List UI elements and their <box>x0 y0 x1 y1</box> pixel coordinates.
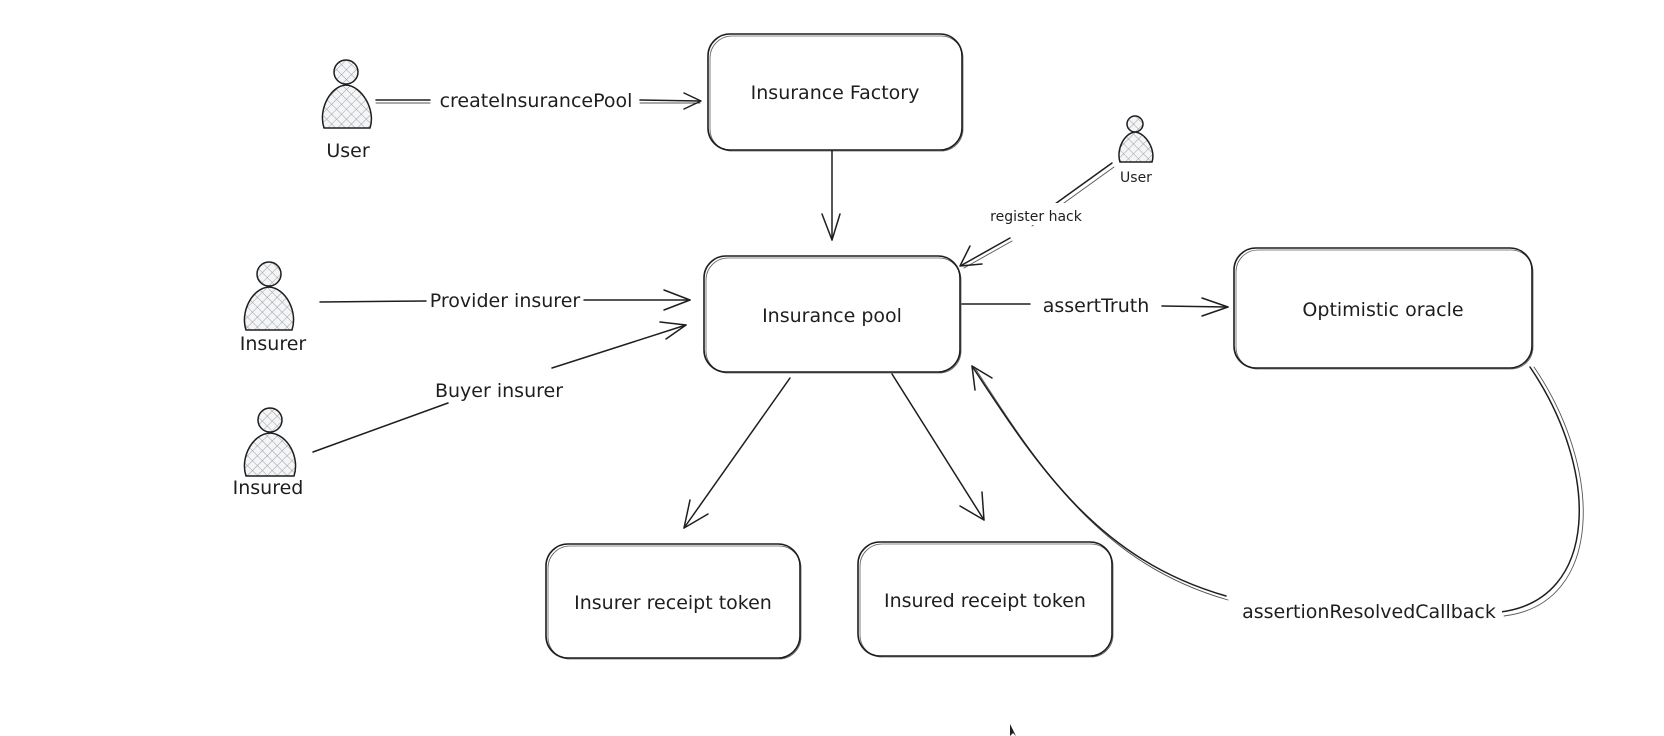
edge-assert-truth: assertTruth <box>961 292 1229 318</box>
actor-label-insurer: Insurer <box>240 333 307 355</box>
edge-create-insurance-pool: createInsurancePool <box>375 86 702 112</box>
person-icon <box>243 261 295 331</box>
node-optimistic-oracle[interactable]: Optimistic oracle <box>1233 247 1534 370</box>
edge-register-hack: register hack <box>959 162 1115 269</box>
edge-label-create-insurance-pool: createInsurancePool <box>440 90 633 112</box>
actor-insurer[interactable]: Insurer <box>240 261 307 355</box>
actor-label-insured: Insured <box>233 477 304 499</box>
actor-label-user-small: User <box>1120 170 1152 186</box>
node-insurance-pool[interactable]: Insurance pool <box>703 255 962 374</box>
node-label-insured-receipt-token: Insured receipt token <box>884 590 1086 612</box>
edge-label-buyer-insurer: Buyer insurer <box>435 380 563 402</box>
edge-buyer-insurer: Buyer insurer <box>312 321 687 453</box>
actor-label-user: User <box>326 140 369 162</box>
node-insurer-receipt-token[interactable]: Insurer receipt token <box>545 543 802 660</box>
edge-pool-to-insured-token <box>891 373 985 521</box>
edge-label-provider-insurer: Provider insurer <box>430 290 581 312</box>
node-insurance-factory[interactable]: Insurance Factory <box>707 33 964 152</box>
node-label-insurance-factory: Insurance Factory <box>751 82 920 104</box>
node-label-optimistic-oracle: Optimistic oracle <box>1302 299 1463 321</box>
person-icon <box>243 407 297 477</box>
edge-assertion-resolved-callback: assertionResolvedCallback <box>971 365 1584 624</box>
mouse-cursor-icon <box>1010 724 1016 736</box>
actor-user-small[interactable]: User <box>1118 115 1154 186</box>
person-icon <box>321 59 373 129</box>
actor-user[interactable]: User <box>321 59 373 162</box>
actor-insured[interactable]: Insured <box>233 407 304 499</box>
person-icon <box>1118 115 1154 163</box>
edge-provider-insurer: Provider insurer <box>319 286 691 312</box>
edge-factory-to-pool <box>821 147 841 241</box>
node-insured-receipt-token[interactable]: Insured receipt token <box>857 541 1114 658</box>
edge-label-assert-truth: assertTruth <box>1043 295 1150 317</box>
node-label-insurance-pool: Insurance pool <box>762 305 902 327</box>
edge-label-register-hack: register hack <box>990 209 1083 225</box>
edge-label-assertion-resolved-callback: assertionResolvedCallback <box>1242 601 1496 623</box>
node-label-insurer-receipt-token: Insurer receipt token <box>574 592 772 614</box>
edge-pool-to-insurer-token <box>683 377 791 529</box>
